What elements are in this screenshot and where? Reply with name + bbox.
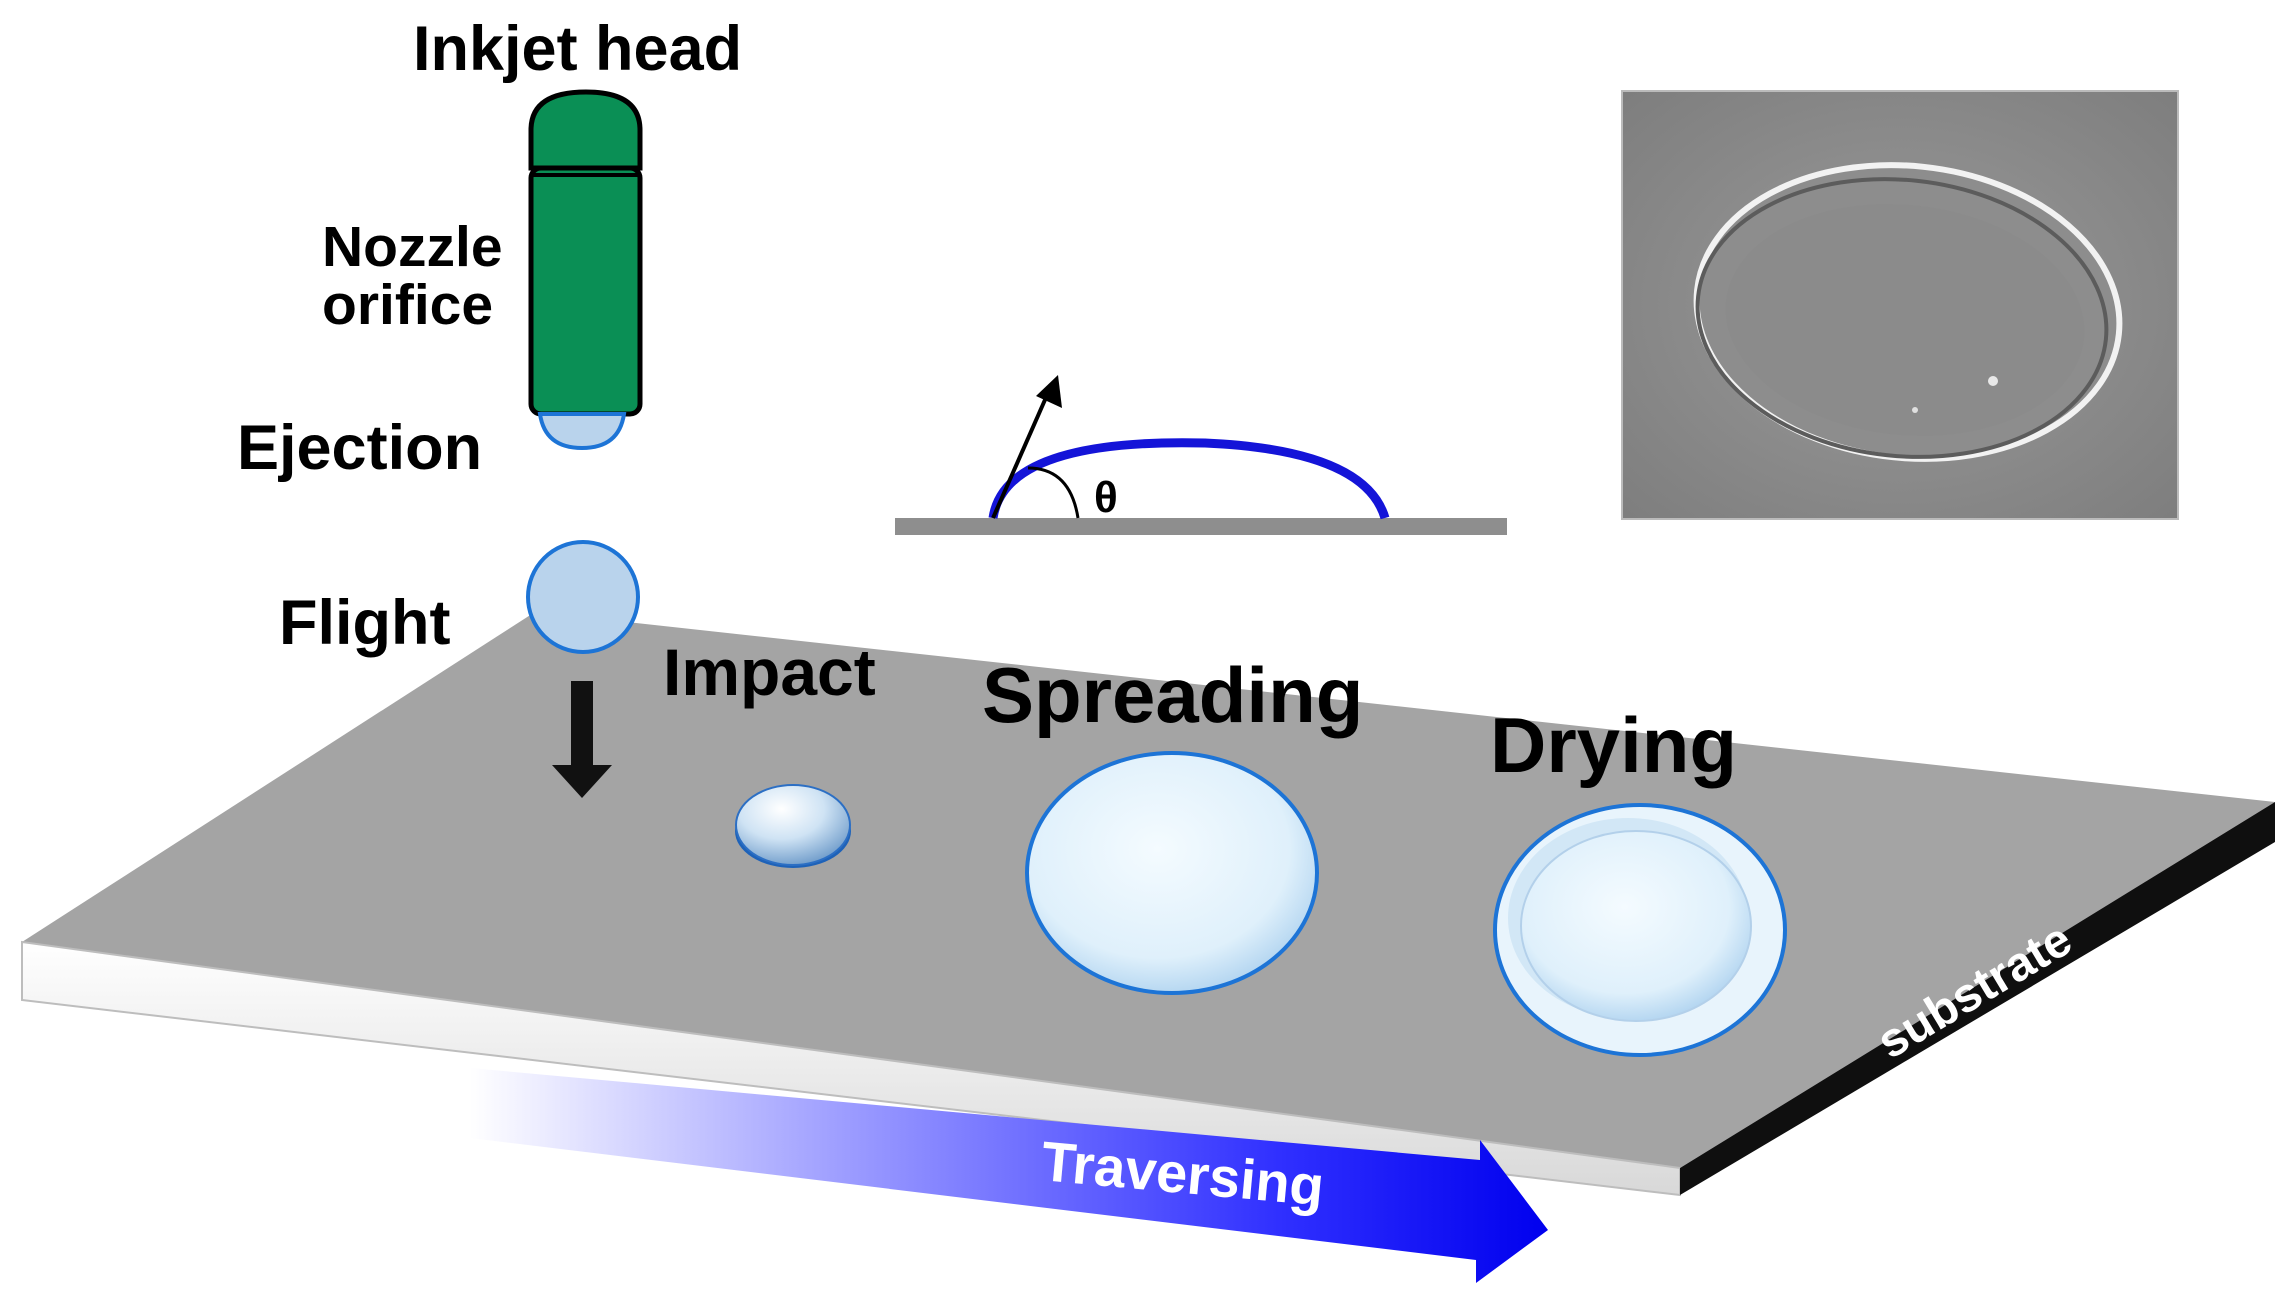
down-arrow-icon [552, 681, 612, 798]
ejection-droplet [537, 412, 627, 451]
drying-droplet [1493, 803, 1787, 1057]
substrate-side-edge [1680, 802, 2275, 1195]
inkjet-head-icon [528, 89, 643, 417]
traverse-arrow-icon: Traversing [470, 1068, 1548, 1283]
inkjet-head-label: Inkjet head [413, 14, 742, 84]
contact-angle-icon: θ [895, 375, 1507, 535]
flight-droplet [526, 540, 640, 654]
nozzle-label-line2: orifice [322, 273, 493, 337]
nozzle-label-line1: Nozzle [322, 215, 503, 279]
sem-droplet-image [1621, 90, 2179, 520]
theta-label: θ [1094, 473, 1118, 522]
spreading-droplet [1025, 751, 1319, 995]
drying-label: Drying [1490, 701, 1737, 789]
spreading-label: Spreading [982, 651, 1363, 739]
impact-droplet [735, 784, 851, 868]
ejection-label: Ejection [237, 413, 482, 483]
impact-label: Impact [663, 635, 876, 709]
flight-label: Flight [279, 588, 450, 658]
